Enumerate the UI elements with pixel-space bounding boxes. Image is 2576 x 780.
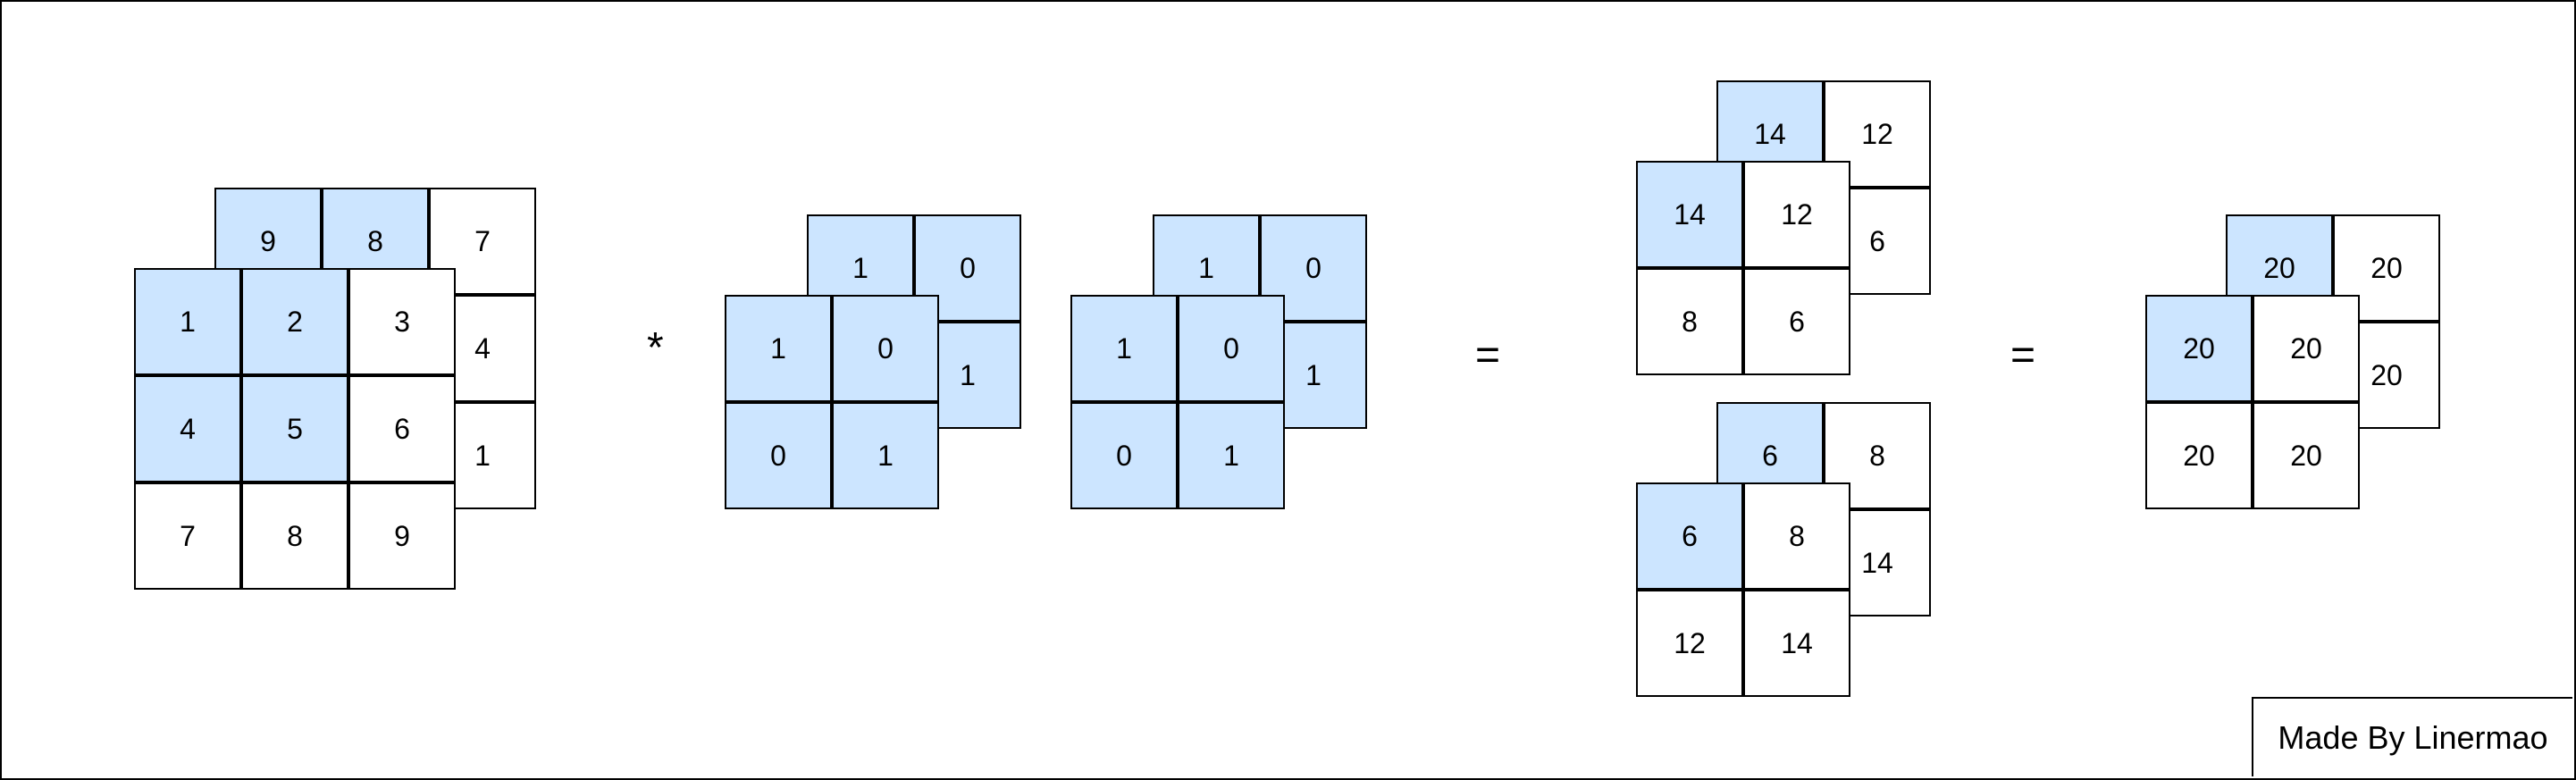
output-2-front-cell: 14 xyxy=(1743,590,1850,697)
kernel-2-front-cell: 0 xyxy=(1178,295,1285,402)
input-front-cell: 1 xyxy=(134,268,241,375)
output-2-front-cell: 8 xyxy=(1743,482,1850,590)
result-front-cell: 20 xyxy=(2253,295,2360,402)
result-front-cell: 20 xyxy=(2145,402,2253,509)
kernel-1-front-cell: 0 xyxy=(725,402,832,509)
output-1-front-cell: 12 xyxy=(1743,161,1850,268)
output-2-front-cell: 12 xyxy=(1636,590,1743,697)
input-front-cell: 9 xyxy=(348,482,456,590)
input-back-cell: 7 xyxy=(429,188,536,295)
equals-operator-1: = xyxy=(1475,331,1501,379)
equals-operator-2: = xyxy=(2010,331,2036,379)
credit-label: Made By Linermao xyxy=(2252,697,2572,776)
input-front-cell: 6 xyxy=(348,375,456,482)
multiply-operator: * xyxy=(647,324,664,372)
input-front-cell: 2 xyxy=(241,268,348,375)
output-1-front-cell: 14 xyxy=(1636,161,1743,268)
input-front-cell: 8 xyxy=(241,482,348,590)
input-front-cell: 7 xyxy=(134,482,241,590)
kernel-1-front-cell: 0 xyxy=(832,295,939,402)
output-1-front-cell: 8 xyxy=(1636,268,1743,375)
kernel-2-front-cell: 1 xyxy=(1178,402,1285,509)
result-front-cell: 20 xyxy=(2145,295,2253,402)
kernel-1-front-cell: 1 xyxy=(725,295,832,402)
output-2-front-cell: 6 xyxy=(1636,482,1743,590)
kernel-2-front-cell: 0 xyxy=(1070,402,1178,509)
input-front-cell: 4 xyxy=(134,375,241,482)
kernel-1-front-cell: 1 xyxy=(832,402,939,509)
input-front-cell: 5 xyxy=(241,375,348,482)
output-1-front-cell: 6 xyxy=(1743,268,1850,375)
kernel-2-front-cell: 1 xyxy=(1070,295,1178,402)
input-front-cell: 3 xyxy=(348,268,456,375)
result-front-cell: 20 xyxy=(2253,402,2360,509)
